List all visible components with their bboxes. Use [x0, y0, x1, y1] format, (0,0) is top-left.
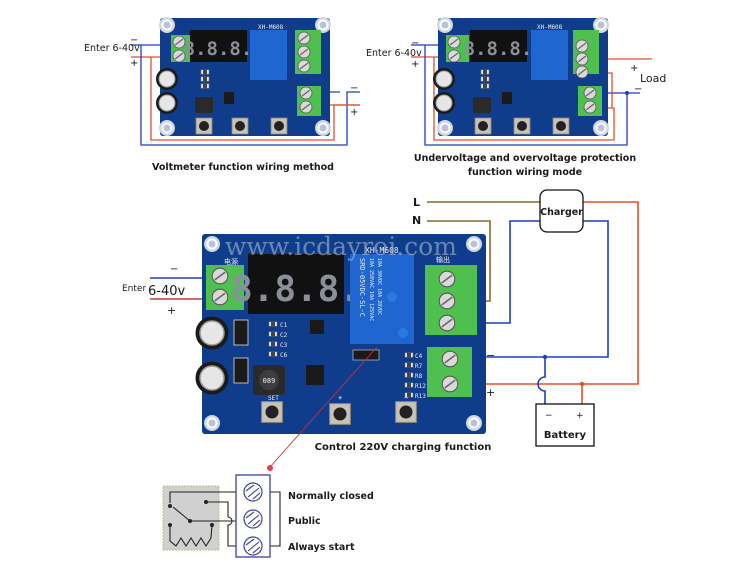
plus-button[interactable] — [328, 402, 352, 426]
pointer-dot — [267, 465, 273, 471]
watermark: www.icdayroi.com — [225, 232, 457, 261]
svg-text:C6: C6 — [280, 352, 288, 359]
relay-legend: Normally closed Public Always start — [162, 474, 374, 558]
input-prefix: Enter — [122, 284, 146, 294]
battery-plus-sign: + — [576, 411, 584, 421]
svg-text:R12: R12 — [415, 383, 426, 390]
seven-segment-display — [470, 30, 527, 62]
svg-text:SET: SET — [268, 395, 279, 402]
svg-text:8.8.8.: 8.8.8. — [464, 38, 533, 60]
svg-text:C2: C2 — [280, 332, 288, 339]
svg-text:10A 30VDC 10A 28VDC: 10A 30VDC 10A 28VDC — [376, 258, 382, 315]
voltmeter-caption: Voltmeter function wiring method — [152, 162, 334, 173]
input-minus-sign: − — [411, 38, 419, 49]
relay-coil-box — [162, 485, 220, 551]
charger-label: Charger — [540, 207, 583, 218]
legend-always-start: Always start — [288, 542, 355, 553]
charging-diagram: 电源 输出 XH-M608 8.8.8. SRD-05VDC-SL-C 10A … — [122, 189, 639, 471]
input-label: Enter 6-40v — [366, 48, 422, 59]
load-plus-sign: + — [630, 63, 638, 74]
charging-caption: Control 220V charging function — [315, 442, 492, 453]
input-plus-sign: + — [130, 58, 138, 69]
board-model: XH-M608 — [365, 246, 399, 255]
output-silkscreen: 输出 — [436, 255, 450, 264]
svg-text:10A 250VAC 10A 125VAC: 10A 250VAC 10A 125VAC — [368, 258, 374, 321]
input-label: Enter 6-40v — [84, 43, 140, 54]
svg-text:−: − — [404, 394, 408, 402]
relay — [531, 30, 568, 80]
legend-public: Public — [288, 516, 321, 527]
voltmeter-diagram: XH-M608 8.8.8. Enter 6-40v − + − + Voltm… — [84, 17, 360, 173]
battery-negative-wire — [537, 357, 546, 404]
board-model: XH-M608 — [537, 24, 563, 31]
board-model: XH-M608 — [258, 24, 284, 31]
svg-text:R7: R7 — [415, 363, 423, 370]
sense-negative-wire — [140, 45, 360, 146]
charger-positive-wire — [460, 201, 639, 385]
seven-segment-display — [248, 254, 344, 314]
output-terminal — [573, 30, 599, 74]
svg-text:C3: C3 — [280, 342, 288, 349]
input-minus-sign: − — [130, 35, 138, 46]
charger-negative-wire — [460, 220, 609, 358]
legend-normally-closed: Normally closed — [288, 491, 374, 502]
line-label: L — [413, 196, 420, 209]
load-label: Load — [640, 72, 666, 85]
protection-caption-line-1: Undervoltage and overvoltage protection — [414, 153, 636, 164]
protection-diagram: XH-M608 8.8.8. Enter 6-40v − + + Load − … — [366, 17, 666, 178]
battery-label: Battery — [544, 430, 587, 441]
ic-u2 — [306, 365, 324, 385]
set-button[interactable] — [260, 400, 284, 424]
svg-text:C4: C4 — [415, 353, 423, 360]
input-range: 6-40v — [148, 284, 186, 299]
protection-caption-line-2: function wiring mode — [468, 167, 582, 178]
svg-text:089: 089 — [263, 377, 276, 385]
svg-text:SRD-05VDC-SL-C: SRD-05VDC-SL-C — [358, 258, 366, 317]
svg-text:+: + — [338, 394, 342, 402]
load-minus-sign: − — [634, 84, 642, 95]
sense-plus-sign: + — [486, 386, 495, 399]
input-plus-sign: + — [411, 59, 419, 70]
charger-box: Charger — [539, 189, 584, 233]
svg-text:8.8.8.: 8.8.8. — [184, 38, 253, 60]
svg-text:8.8.8.: 8.8.8. — [231, 269, 361, 310]
svg-text:R8: R8 — [415, 373, 423, 380]
neutral-label: N — [412, 214, 421, 227]
seven-segment-display — [190, 30, 247, 62]
input-plus-sign: + — [167, 304, 176, 317]
battery-box: − + Battery — [535, 403, 595, 447]
charging-board: 电源 输出 XH-M608 8.8.8. SRD-05VDC-SL-C 10A … — [194, 232, 486, 434]
sense-plus-sign: + — [350, 107, 358, 118]
protection-negative-return — [424, 45, 628, 146]
relay — [250, 30, 287, 80]
protection-board: XH-M608 8.8.8. — [432, 17, 609, 136]
power-silkscreen: 电源 — [224, 257, 238, 266]
svg-text:R13: R13 — [415, 393, 426, 400]
voltmeter-board: XH-M608 8.8.8. — [155, 17, 331, 136]
input-minus-sign: − — [170, 264, 178, 275]
sense-minus-sign: − — [486, 349, 495, 362]
pointer-line — [269, 346, 378, 468]
battery-minus-sign: − — [545, 411, 553, 421]
svg-text:C1: C1 — [280, 322, 288, 329]
sense-minus-sign: − — [350, 83, 358, 94]
minus-button[interactable] — [394, 400, 418, 424]
